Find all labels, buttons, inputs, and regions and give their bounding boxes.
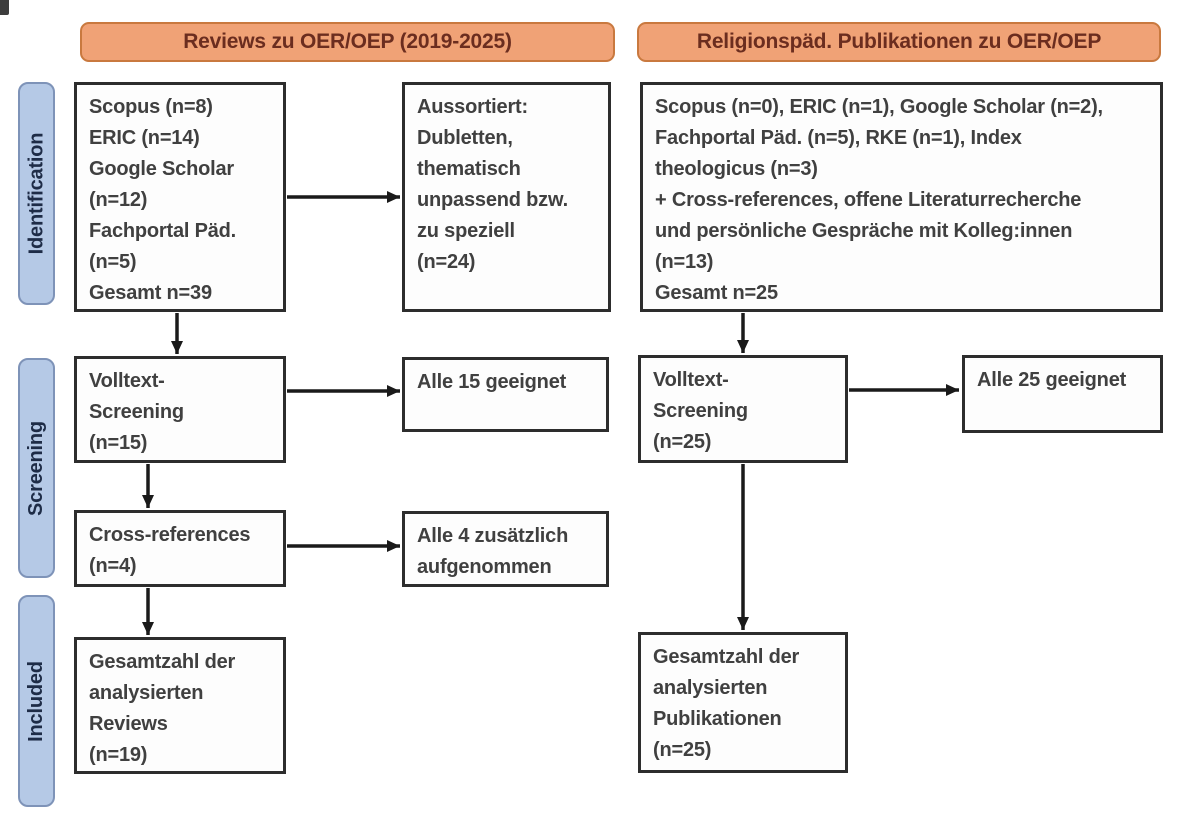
box-line: (n=15) <box>89 432 148 454</box>
box-alle-4-zusaetzlich: Alle 4 zusätzlich aufgenommen <box>402 511 609 587</box>
box-included-publikationen: Gesamtzahl der analysierten Publikatione… <box>638 632 848 773</box>
box-included-reviews: Gesamtzahl der analysierten Reviews (n=1… <box>74 637 286 774</box>
box-line: Gesamt n=25 <box>655 282 778 304</box>
box-line: (n=24) <box>417 251 476 273</box>
stage-label-identification: Identification <box>25 132 47 255</box>
box-line: (n=4) <box>89 555 137 577</box>
box-line: Scopus (n=8) <box>89 96 213 118</box>
box-cross-references: Cross-references (n=4) <box>74 510 286 587</box>
box-line: Cross-references <box>89 524 251 546</box>
column-header-religionspaed-text: Religionspäd. Publikationen zu OER/OEP <box>696 30 1102 53</box>
stage-label-screening: Screening <box>25 420 47 516</box>
box-volltext-screening-left: Volltext- Screening (n=15) <box>74 356 286 463</box>
box-line: ERIC (n=14) <box>89 127 200 149</box>
box-line: (n=25) <box>653 739 712 761</box>
column-header-religionspaed: Religionspäd. Publikationen zu OER/OEP <box>637 22 1161 62</box>
box-line: (n=5) <box>89 251 137 273</box>
box-aussortiert: Aussortiert: Dubletten, thematisch unpas… <box>402 82 611 312</box>
box-line: (n=19) <box>89 744 148 766</box>
top-left-artifact <box>0 0 9 15</box>
box-line: Fachportal Päd. (n=5), RKE (n=1), Index <box>655 127 1022 149</box>
box-line: (n=13) <box>655 251 714 273</box>
box-line: Alle 4 zusätzlich <box>417 525 569 547</box>
box-line: Gesamtzahl der <box>89 651 236 673</box>
box-line: Publikationen <box>653 708 782 730</box>
box-line: Volltext- <box>653 369 729 391</box>
box-line: Alle 25 geeignet <box>977 369 1127 391</box>
stage-pill-included: Included <box>18 595 55 807</box>
box-line: analysierten <box>89 682 204 704</box>
box-identification-sources-religionspaed: Scopus (n=0), ERIC (n=1), Google Scholar… <box>640 82 1163 312</box>
stage-pill-screening: Screening <box>18 358 55 578</box>
stage-pill-identification: Identification <box>18 82 55 305</box>
box-alle-25-geeignet: Alle 25 geeignet <box>962 355 1163 433</box>
box-line: analysierten <box>653 677 768 699</box>
box-line: Reviews <box>89 713 168 735</box>
stage-label-included: Included <box>25 660 48 742</box>
box-line: Aussortiert: <box>417 96 528 118</box>
box-line: zu speziell <box>417 220 515 242</box>
box-line: thematisch <box>417 158 521 180</box>
box-line: + Cross-references, offene Literaturrech… <box>655 189 1082 211</box>
box-line: (n=12) <box>89 189 148 211</box>
box-line: (n=25) <box>653 431 712 453</box>
column-header-reviews: Reviews zu OER/OEP (2019-2025) <box>80 22 615 62</box>
box-line: Screening <box>653 400 748 422</box>
box-alle-15-geeignet: Alle 15 geeignet <box>402 357 609 432</box>
box-volltext-screening-right: Volltext- Screening (n=25) <box>638 355 848 463</box>
box-line: Volltext- <box>89 370 165 392</box>
box-line: Gesamt n=39 <box>89 282 212 304</box>
box-line: und persönliche Gespräche mit Kolleg:inn… <box>655 220 1073 242</box>
box-line: Screening <box>89 401 184 423</box>
box-line: Google Scholar <box>89 158 235 180</box>
box-line: Alle 15 geeignet <box>417 371 567 393</box>
column-header-reviews-text: Reviews zu OER/OEP (2019-2025) <box>183 30 512 53</box>
box-line: aufgenommen <box>417 556 552 578</box>
box-line: Gesamtzahl der <box>653 646 800 668</box>
box-line: unpassend bzw. <box>417 189 568 211</box>
box-identification-sources-reviews: Scopus (n=8) ERIC (n=14) Google Scholar … <box>74 82 286 312</box>
box-line: Scopus (n=0), ERIC (n=1), Google Scholar… <box>655 96 1103 118</box>
box-line: Dubletten, <box>417 127 513 149</box>
box-line: theologicus (n=3) <box>655 158 818 180</box>
box-line: Fachportal Päd. <box>89 220 237 242</box>
